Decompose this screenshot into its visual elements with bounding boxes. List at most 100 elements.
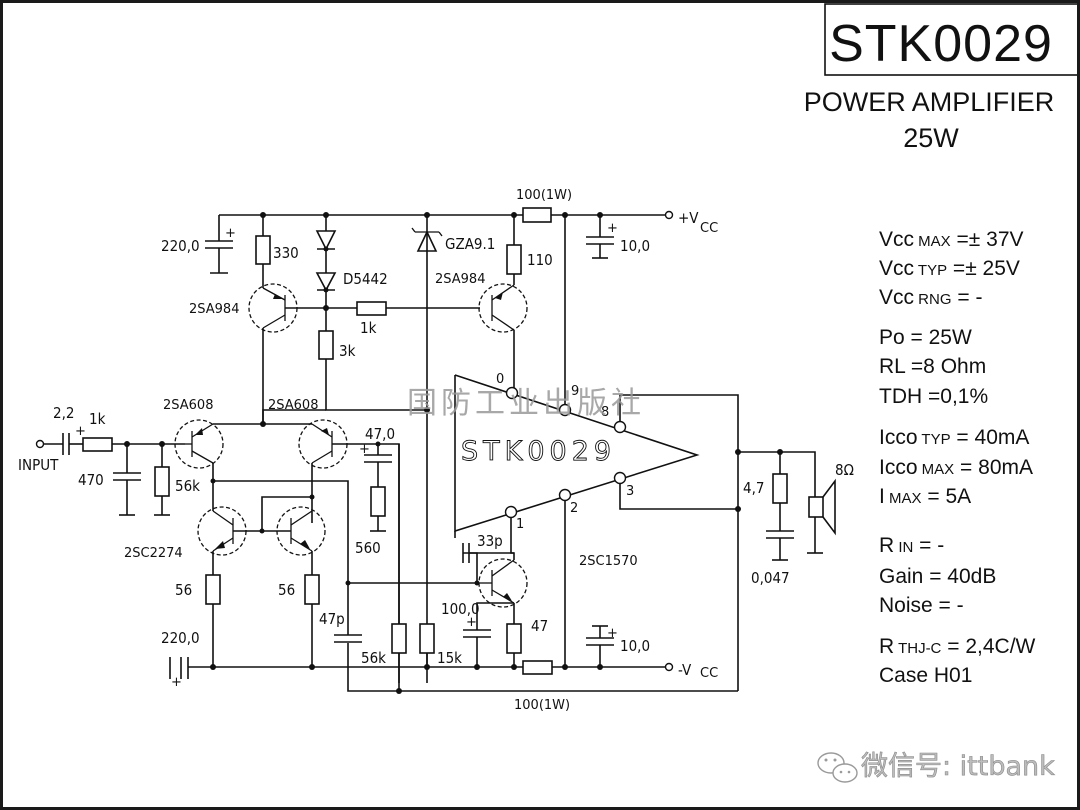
spec-key: Noise: [879, 594, 933, 617]
spec-value: =0,1%: [922, 385, 988, 408]
spec-row: Noise = -: [879, 594, 964, 617]
capacitor-220-top: + 220,0: [161, 215, 236, 274]
svg-text:47,0: 47,0: [365, 425, 395, 443]
speaker-label: 8Ω: [835, 461, 854, 479]
resistor-1k-bias: 1k: [326, 301, 480, 337]
spec-subscript: THJ-C: [894, 640, 941, 657]
wechat-icon: [817, 752, 858, 783]
input-terminal[interactable]: [35, 439, 45, 449]
feedback-cap-47: + 47,0 560: [355, 425, 400, 683]
current-mirror-2sc2274: 2SC2274 56 56: [124, 478, 349, 667]
spec-row: Gain = 40dB: [879, 565, 996, 588]
svg-text:2,2: 2,2: [53, 404, 74, 422]
svg-text:56k: 56k: [361, 649, 386, 667]
svg-text:2SA984: 2SA984: [435, 272, 485, 287]
label-vcc-pos-sub: CC: [700, 221, 718, 236]
spec-row: Po = 25W: [879, 326, 972, 349]
zener-gza9-1: GZA9.1: [411, 215, 495, 683]
svg-text:47: 47: [531, 617, 548, 635]
spec-value: = 40dB: [923, 565, 996, 588]
ic-pin-1: [504, 505, 518, 519]
capacitor-10-bottom: + 10,0: [586, 625, 650, 667]
spec-key: Vcc: [879, 228, 914, 251]
wire-3k-link: [262, 409, 326, 423]
svg-text:3: 3: [626, 484, 634, 499]
svg-text:+: +: [225, 226, 236, 241]
svg-text:+: +: [607, 626, 618, 641]
svg-text:220,0: 220,0: [161, 237, 200, 255]
spec-row: RL =8 Ohm: [879, 355, 986, 378]
svg-text:+: +: [75, 424, 86, 439]
spec-value: =± 25V: [947, 257, 1020, 280]
svg-text:110: 110: [527, 251, 553, 269]
vcc-negative-terminal: [664, 662, 674, 672]
spec-value: = 25W: [905, 326, 972, 349]
svg-text:56k: 56k: [175, 477, 200, 495]
spec-key: RL: [879, 355, 905, 378]
spec-key: TDH: [879, 385, 922, 408]
spec-row: R IN = -: [879, 534, 944, 557]
power-rating: 25W: [903, 123, 959, 153]
svg-text:0,047: 0,047: [751, 569, 790, 587]
spec-row: Icco TYP = 40mA: [879, 426, 1029, 449]
svg-text:+: +: [171, 675, 182, 690]
svg-text:10,0: 10,0: [620, 237, 650, 255]
input-stage: + INPUT 2,2 1k 470 56k: [18, 404, 200, 516]
svg-text:8: 8: [601, 405, 609, 420]
input-label: INPUT: [18, 456, 59, 474]
spec-value: = 2,4C/W: [941, 635, 1035, 658]
spec-row: TDH =0,1%: [879, 385, 988, 408]
speaker-icon: [808, 496, 824, 518]
spec-key: Icco: [879, 456, 918, 479]
spec-value: = 5A: [922, 485, 972, 508]
part-number: STK0029: [829, 15, 1053, 73]
ic-label: STK0029: [461, 436, 616, 467]
svg-text:9: 9: [571, 384, 579, 399]
svg-text:15k: 15k: [437, 649, 462, 667]
spec-value: =± 37V: [951, 228, 1024, 251]
svg-text:1: 1: [516, 517, 524, 532]
svg-text:330: 330: [273, 244, 299, 262]
svg-text:+: +: [359, 442, 370, 457]
svg-text:2SA984: 2SA984: [189, 302, 239, 317]
spec-subscript: RNG: [914, 291, 952, 308]
svg-text:2SA608: 2SA608: [163, 398, 213, 413]
spec-subscript: MAX: [918, 461, 955, 478]
spec-value: = -: [952, 286, 983, 309]
svg-text:10,0: 10,0: [620, 637, 650, 655]
spec-row: Vcc TYP =± 25V: [879, 257, 1020, 280]
svg-text:1k: 1k: [360, 319, 377, 337]
spec-row: I MAX = 5A: [879, 485, 971, 508]
resistor-330: 330: [255, 215, 299, 288]
spec-key: Vcc: [879, 286, 914, 309]
compensation-network: 47p 56k 15k: [319, 580, 477, 667]
vcc-positive-terminal: [664, 210, 674, 220]
svg-text:47p: 47p: [319, 610, 345, 628]
svg-text:3k: 3k: [339, 342, 356, 360]
transistor-2sa984-left: 2SA984: [189, 283, 326, 423]
positive-rail: 100(1W) +V CC: [219, 188, 718, 236]
svg-text:0: 0: [496, 372, 504, 387]
svg-text:100,0: 100,0: [441, 600, 480, 618]
description: POWER AMPLIFIER: [804, 87, 1055, 117]
ic-pin-3: [613, 471, 627, 485]
spec-subscript: TYP: [918, 431, 951, 448]
spec-subscript: MAX: [885, 490, 922, 507]
svg-text:56: 56: [278, 581, 295, 599]
spec-value: = -: [913, 534, 944, 557]
svg-text:220,0: 220,0: [161, 629, 200, 647]
svg-text:D5442: D5442: [343, 270, 388, 288]
spec-key: I: [879, 485, 885, 508]
svg-text:56: 56: [175, 581, 192, 599]
transistor-2sa608-right: 2SA608: [268, 398, 378, 523]
ic-stk0029: STK0029 0 9 8 3 2 1: [454, 372, 700, 533]
label-vcc-neg: -V: [678, 661, 692, 679]
spec-subscript: TYP: [914, 262, 947, 279]
spec-value: H01: [928, 664, 972, 687]
publisher-watermark: 国防工业出版社: [407, 386, 645, 421]
spec-subscript: IN: [894, 539, 913, 556]
spec-key: Vcc: [879, 257, 914, 280]
spec-key: R: [879, 534, 894, 557]
